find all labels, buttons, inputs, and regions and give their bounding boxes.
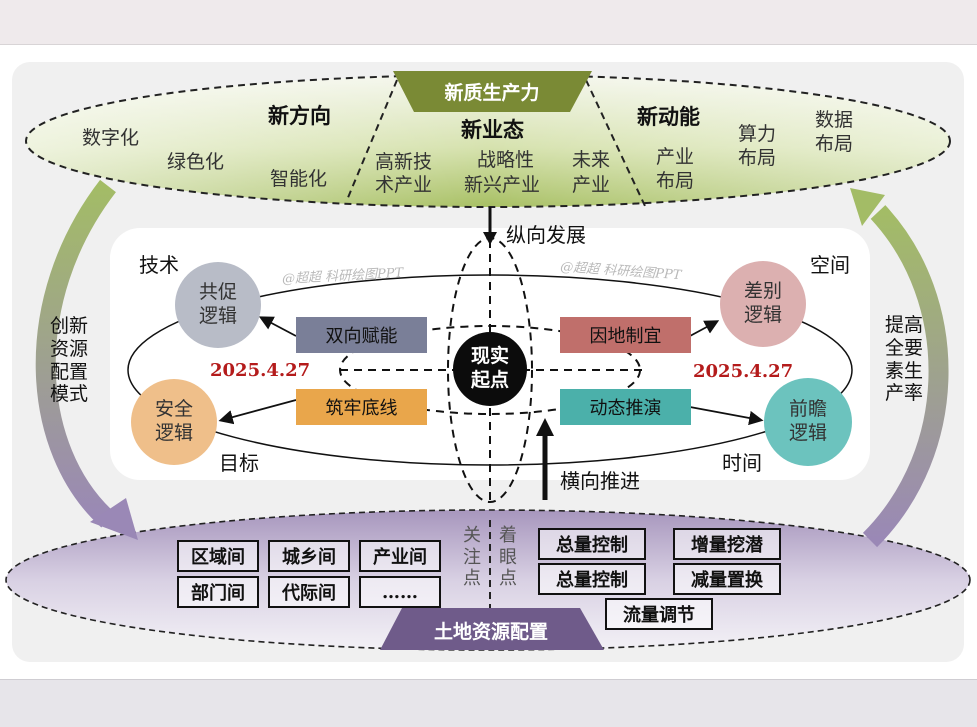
focus-label-char: 关 [463, 525, 481, 546]
right-curve-line: 提高 [884, 314, 923, 336]
label-strategic-1: 战略性 [477, 149, 535, 171]
corner-time: 时间 [722, 451, 762, 475]
label-data-1: 数据 [815, 109, 854, 131]
corner-space: 空间 [810, 253, 850, 277]
aim-label-char: 着 [499, 525, 517, 546]
aim-box: 总量控制 [538, 563, 646, 595]
top-banner-label: 新质生产力 [444, 81, 540, 104]
label-data-2: 布局 [815, 133, 854, 155]
left-curve-line: 配置 [49, 360, 88, 383]
date-left: 2025.4.27 [210, 360, 311, 381]
circle-text: 逻辑 [743, 304, 782, 326]
vertical-arrow [483, 207, 497, 245]
label-green: 绿色化 [167, 151, 225, 173]
bottom-banner-shape [380, 608, 604, 650]
aim-label-char: 点 [499, 568, 517, 590]
focus-box: 代际间 [268, 576, 350, 608]
bottom-window-bar [0, 679, 977, 727]
label-industry-2: 布局 [656, 170, 695, 192]
label-digital: 数字化 [82, 127, 140, 149]
left-curve-line: 资源 [49, 337, 88, 360]
circle-text: 差别 [743, 280, 782, 303]
circle-text: 共促 [198, 281, 237, 304]
focus-points-label: 关 注 点 [450, 525, 494, 590]
circle-text: 安全 [154, 398, 193, 421]
left-curve-line: 创新 [49, 315, 88, 337]
date-right: 2025.4.27 [693, 361, 794, 382]
right-curve-line: 产率 [884, 382, 923, 405]
left-curved-arrow [35, 179, 138, 540]
box-bidirectional-empower: 双向赋能 [296, 317, 427, 353]
core-realistic-starting-point: 现实起点 [453, 332, 527, 406]
top-window-bar [0, 0, 977, 45]
focus-box: …… [359, 576, 441, 608]
top-ellipse [25, 71, 951, 208]
circle-text: 前瞻 [788, 398, 827, 421]
label-future-1: 未来 [572, 149, 611, 171]
circle-promote-logic: 共促逻辑 [175, 262, 261, 348]
right-curve-line: 全要 [884, 336, 923, 359]
circle-foresight-logic: 前瞻逻辑 [764, 378, 852, 466]
aim-box: 流量调节 [605, 598, 713, 630]
aim-box: 减量置换 [673, 563, 781, 595]
aim-box: 总量控制 [538, 528, 646, 560]
aim-box: 增量挖潜 [673, 528, 781, 560]
aim-label-char: 眼 [499, 546, 517, 568]
core-text: 现实 [470, 345, 509, 368]
label-smart: 智能化 [270, 168, 328, 190]
label-hightech-2: 术产业 [375, 174, 433, 196]
label-hightech-1: 高新技 [375, 151, 433, 173]
corner-tech: 技术 [139, 253, 179, 277]
heading-new-business: 新业态 [461, 117, 524, 142]
right-curve-line: 素生 [884, 359, 923, 382]
box-local-conditions: 因地制宜 [560, 317, 691, 353]
horizontal-advance-label: 横向推进 [560, 469, 640, 493]
circle-difference-logic: 差别逻辑 [720, 261, 806, 347]
left-curve-line: 模式 [49, 383, 88, 406]
box-bottomline: 筑牢底线 [296, 389, 427, 425]
circle-text: 逻辑 [154, 422, 193, 444]
focus-box: 产业间 [359, 540, 441, 572]
circle-text: 逻辑 [198, 305, 237, 327]
left-curve-label: 创新 资源 配置 模式 [47, 315, 91, 406]
core-text: 起点 [470, 369, 509, 391]
right-curved-arrow [850, 188, 949, 548]
focus-box: 部门间 [177, 576, 259, 608]
label-future-2: 产业 [572, 174, 611, 196]
label-strategic-2: 新兴产业 [464, 174, 541, 196]
bottom-banner-label: 土地资源配置 [433, 620, 548, 643]
label-compute-1: 算力 [738, 123, 777, 145]
heading-new-energy: 新动能 [637, 104, 700, 129]
label-industry-1: 产业 [656, 146, 695, 168]
label-compute-2: 布局 [738, 147, 777, 169]
circle-safety-logic: 安全逻辑 [131, 379, 217, 465]
focus-label-char: 注 [463, 546, 481, 568]
heading-new-direction: 新方向 [268, 103, 331, 128]
box-dynamic-simulation: 动态推演 [560, 389, 691, 425]
corner-target: 目标 [219, 451, 259, 475]
horizontal-push-arrow [536, 418, 554, 500]
right-curve-label: 提高 全要 素生 产率 [882, 314, 926, 405]
circle-text: 逻辑 [788, 422, 827, 444]
focus-label-char: 点 [463, 568, 481, 590]
top-banner-shape [393, 71, 592, 112]
focus-box: 区域间 [177, 540, 259, 572]
aim-points-label: 着 眼 点 [486, 525, 530, 590]
focus-box: 城乡间 [268, 540, 350, 572]
vertical-development-label: 纵向发展 [506, 223, 586, 247]
